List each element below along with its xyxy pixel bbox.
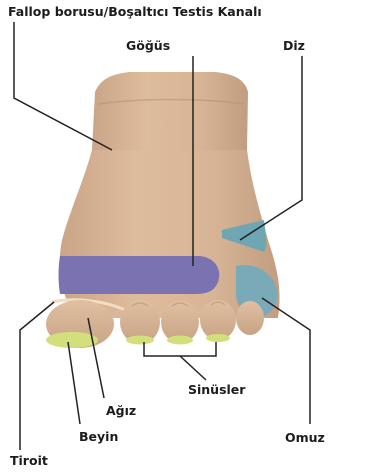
brain-label: Beyin: [79, 431, 118, 444]
mouth-label: Ağız: [106, 405, 136, 418]
chest-label: Göğüs: [126, 40, 170, 53]
chest-region: [59, 256, 220, 294]
knee-label: Diz: [283, 40, 305, 53]
sinuses-label: Sinüsler: [188, 384, 245, 397]
sinus-tip-3: [167, 336, 193, 345]
brain-leader: [68, 342, 80, 424]
sinus-tip-2: [126, 336, 154, 345]
shoulder-label: Omuz: [285, 432, 325, 445]
ankle: [92, 72, 248, 150]
sinus-tip-4: [206, 334, 230, 342]
sinuses-stem: [180, 356, 206, 380]
title-label: Fallop borusu/Boşaltıcı Testis Kanalı: [8, 6, 262, 19]
toe-fifth: [236, 301, 264, 335]
thyroid-label: Tiroit: [10, 455, 48, 468]
brain-toe-tip: [46, 332, 98, 348]
